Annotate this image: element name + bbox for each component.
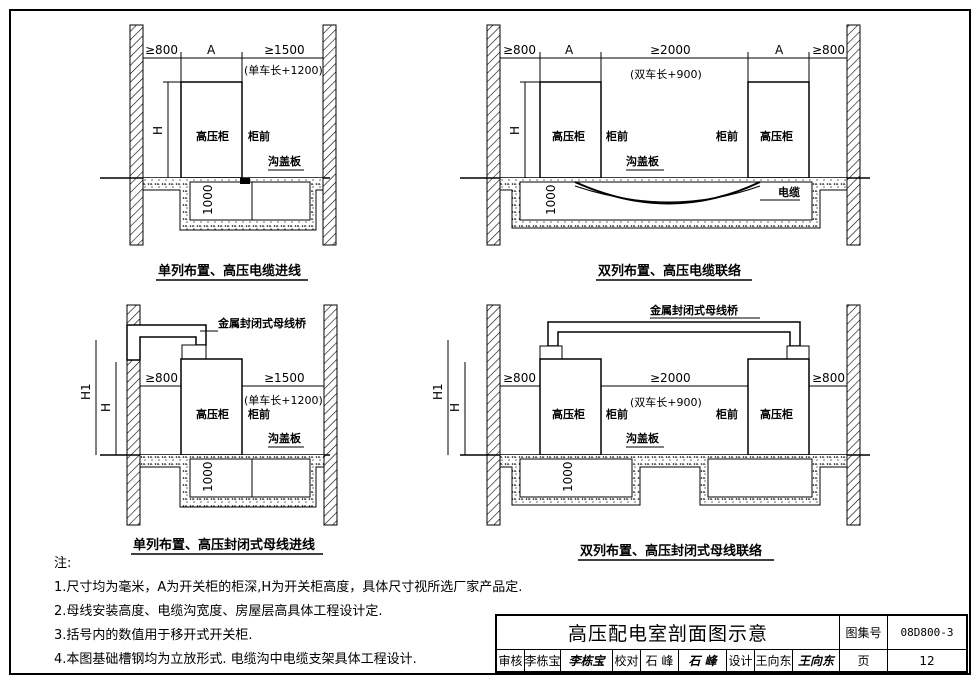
cabinet-label-left: 高压柜 [552, 407, 585, 421]
note-item: 3.括号内的数值用于移开式开关柜. [54, 628, 253, 643]
depth-label: 1000 [201, 461, 215, 492]
cabinet-right [747, 81, 810, 179]
atlas-label: 图集号 [840, 616, 888, 650]
note-item: 2.母线安装高度、电缆沟宽度、房屋层高具体工程设计定. [54, 604, 383, 619]
dim-note: (双车长+900) [630, 67, 702, 81]
front-label: 柜前 [247, 407, 270, 421]
note-item: 1.尺寸均为毫米，A为开关柜的柜深,H为开关柜高度，具体尺寸视所选厂家产品定. [54, 580, 523, 595]
depth-label: 1000 [201, 184, 215, 215]
title-block: 高压配电室剖面图示意 图集号 08D800-3 审核 李栋宝 李栋宝 校对 石 … [495, 614, 968, 673]
depth-label: 1000 [561, 461, 575, 492]
checker-name: 石 峰 [641, 650, 679, 671]
dim-h: H [508, 126, 522, 135]
dim-note: (单车长+1200) [244, 63, 323, 77]
wall-right [322, 24, 337, 246]
caption: 单列布置、高压封闭式母线进线 [133, 537, 315, 553]
wall-right [323, 304, 338, 526]
notes: 注: 1.尺寸均为毫米，A为开关柜的柜深,H为开关柜高度，具体尺寸视所选厂家产品… [54, 552, 522, 672]
dim-left: ≥800 [145, 43, 178, 57]
drawing-title: 高压配电室剖面图示意 [497, 616, 840, 650]
dim-right: ≥800 [812, 371, 845, 385]
designer-signature: 王向东 [793, 650, 840, 671]
cover-label: 沟盖板 [626, 154, 660, 168]
dim-a2: A [775, 43, 784, 57]
cabinet-label: 高压柜 [196, 407, 229, 421]
diagram-double-cable: ≥800 A ≥2000 A ≥800 (双车长+900) H 高压柜 柜前 柜… [460, 24, 870, 281]
cabinet-label: 高压柜 [196, 129, 229, 143]
design-label: 设计 [727, 650, 755, 671]
reviewer-signature: 李栋宝 [561, 650, 613, 671]
notes-heading: 注: [54, 556, 72, 571]
front-label-right: 柜前 [715, 129, 738, 143]
page-label: 页 [840, 650, 888, 671]
dim-a1: A [565, 43, 574, 57]
busbar-bridge [126, 324, 207, 361]
dim-note: (双车长+900) [630, 395, 702, 409]
dim-right: ≥800 [812, 43, 845, 57]
dim-h1: H1 [79, 383, 93, 400]
cabinet [180, 358, 243, 456]
diagram-single-cable: ≥800 A ≥1500 (单车长+1200) H 高压柜 柜前 1000 沟盖… [100, 24, 337, 281]
sheet-border [9, 9, 971, 675]
note-item: 4.本图基础槽钢均为立放形式. 电缆沟中电缆支架具体工程设计. [54, 652, 417, 667]
depth-label: 1000 [544, 184, 558, 215]
diagram-double-busbar: 金属封闭式母线桥 ≥800 A ≥2000 A ≥800 (双车长+900) H… [431, 303, 870, 561]
cabinet-left [539, 358, 602, 456]
dim-left: ≥800 [145, 371, 178, 385]
front-label-left: 柜前 [605, 407, 628, 421]
caption: 双列布置、高压电缆联络 [598, 263, 741, 279]
wall-left [129, 24, 144, 246]
busbar-label: 金属封闭式母线桥 [217, 316, 307, 330]
caption: 单列布置、高压电缆进线 [158, 263, 301, 279]
cabinet-label-left: 高压柜 [552, 129, 585, 143]
dim-h: H [448, 403, 462, 412]
busbar-label: 金属封闭式母线桥 [649, 303, 739, 317]
reviewer-name: 李栋宝 [525, 650, 561, 671]
cabinet [180, 81, 243, 179]
dim-right: ≥1500 [264, 43, 305, 57]
cover-label: 沟盖板 [268, 154, 302, 168]
dim-note: (单车长+1200) [244, 393, 323, 407]
cabinet-left [539, 81, 602, 179]
busbar-bridge [547, 321, 801, 347]
front-label-right: 柜前 [715, 407, 738, 421]
dim-h1: H1 [431, 383, 445, 400]
wall-right [846, 304, 861, 526]
front-label-left: 柜前 [605, 129, 628, 143]
page-value: 12 [919, 653, 935, 668]
diagram-single-busbar: 金属封闭式母线桥 ≥800 A ≥1500 (单车长+1200) H1 H 高压… [79, 304, 338, 555]
cable-label: 电缆 [778, 185, 800, 199]
wall-left [486, 24, 501, 246]
dim-right: ≥1500 [264, 371, 305, 385]
dim-left: ≥800 [503, 43, 536, 57]
checker-signature: 石 峰 [679, 650, 727, 671]
dim-left: ≥800 [503, 371, 536, 385]
dim-mid: ≥2000 [650, 43, 691, 57]
cover-label: 沟盖板 [626, 431, 660, 445]
atlas-value: 08D800-3 [888, 616, 966, 650]
cabinet-label-right: 高压柜 [760, 407, 793, 421]
wall-left [486, 304, 501, 526]
wall-right [846, 24, 861, 246]
caption: 双列布置、高压封闭式母线联络 [580, 543, 762, 559]
designer-name: 王向东 [755, 650, 793, 671]
review-label: 审核 [497, 650, 525, 671]
check-label: 校对 [613, 650, 641, 671]
dim-a: A [207, 43, 216, 57]
cabinet-label-right: 高压柜 [760, 129, 793, 143]
dim-mid: ≥2000 [650, 371, 691, 385]
front-label: 柜前 [247, 129, 270, 143]
dim-h: H [99, 403, 113, 412]
cover-label: 沟盖板 [268, 431, 302, 445]
dim-h: H [151, 126, 165, 135]
cabinet-right [747, 358, 810, 456]
